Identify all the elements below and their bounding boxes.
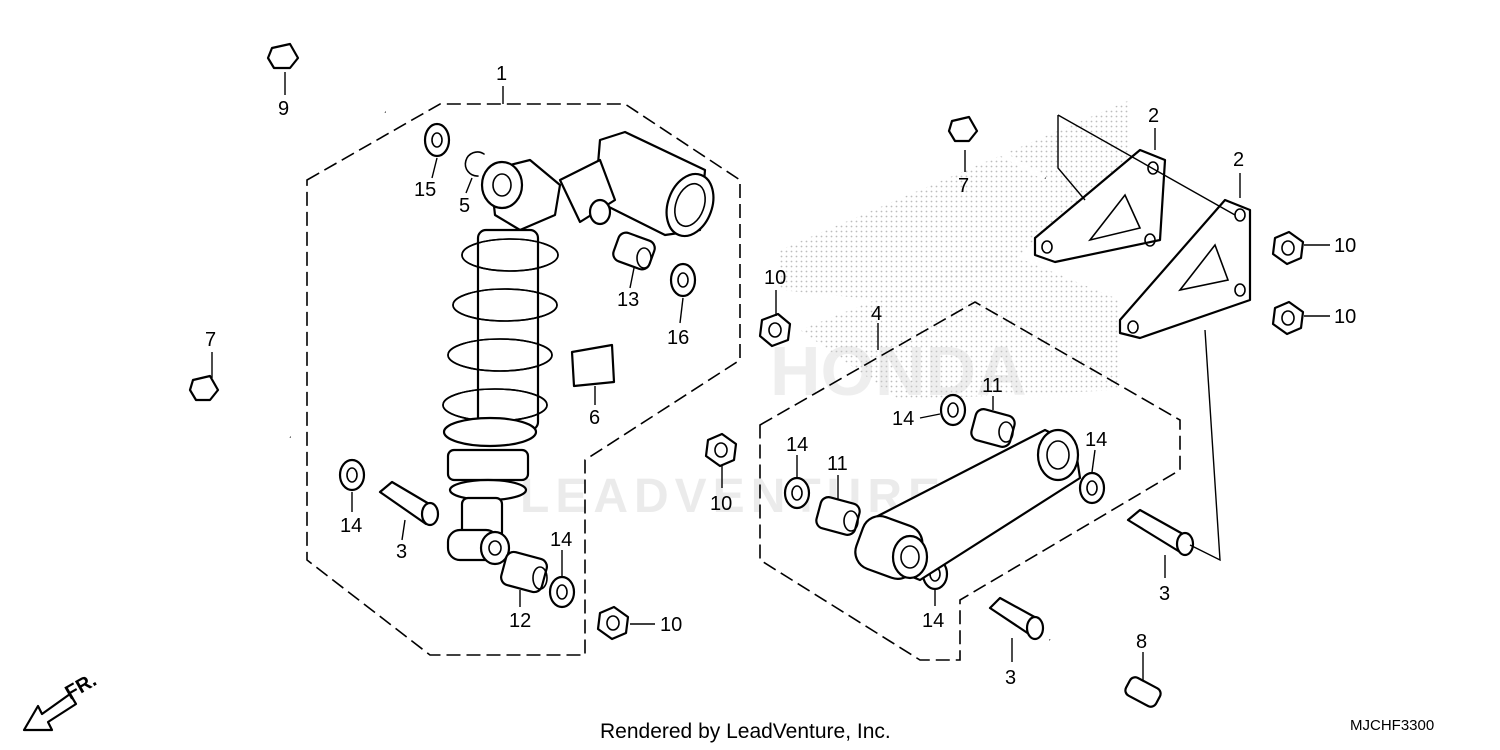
- callout-8: 8: [1136, 631, 1147, 653]
- callout-14-d: 14: [786, 434, 808, 456]
- bolt-7-left[interactable]: [188, 374, 292, 440]
- callout-10-a: 10: [764, 267, 786, 289]
- plate-group-line-b: [1057, 114, 1236, 216]
- cushion-arm-4[interactable]: [850, 428, 1082, 584]
- callout-14-f: 14: [922, 610, 944, 632]
- plate-group-line-c: [1189, 329, 1221, 562]
- callout-7-left: 7: [205, 329, 216, 351]
- collar-3-bottom[interactable]: [988, 596, 1045, 641]
- render-credit: Rendered by LeadVenture, Inc.: [600, 720, 891, 743]
- callout-16: 16: [667, 327, 689, 349]
- callout-1: 1: [496, 63, 507, 85]
- callout-3-right: 3: [1159, 583, 1170, 605]
- bolt-8[interactable]: [1048, 637, 1163, 709]
- callout-10-b: 10: [710, 493, 732, 515]
- callout-10-e: 10: [1334, 306, 1356, 328]
- callout-14-a: 14: [340, 515, 362, 537]
- callout-11-top: 11: [982, 375, 1003, 397]
- plate-group-line-a: [1057, 115, 1086, 201]
- collar-3-left[interactable]: [378, 480, 440, 527]
- needle-bearing-11-bottom[interactable]: [815, 495, 862, 536]
- nut-10-c[interactable]: [596, 605, 630, 641]
- callout-15: 15: [414, 179, 436, 201]
- nut-10-d[interactable]: [1271, 230, 1305, 266]
- dust-seal-14-b[interactable]: [548, 575, 576, 609]
- callout-13: 13: [617, 289, 639, 311]
- cushion-plate-2-b[interactable]: [1118, 198, 1252, 340]
- circlip-5[interactable]: [464, 151, 485, 177]
- vendor-watermark-text: LEADVENTURE: [520, 470, 946, 523]
- callout-7-right: 7: [958, 175, 969, 197]
- brand-watermark-text: HONDA: [770, 332, 1027, 410]
- oil-seal-16[interactable]: [669, 262, 697, 298]
- stopper-rubber-13[interactable]: [611, 230, 657, 271]
- dust-seal-14-a[interactable]: [338, 458, 366, 492]
- linkage-group-outline: [759, 301, 1181, 661]
- collar-3-right[interactable]: [1126, 508, 1195, 557]
- callout-11-bottom: 11: [827, 453, 848, 475]
- callout-3-left: 3: [396, 541, 407, 563]
- dust-seal-14-d[interactable]: [783, 476, 811, 510]
- bolt-9[interactable]: [266, 42, 387, 115]
- callout-10-c: 10: [660, 614, 682, 636]
- rear-shock-absorber-1[interactable]: [442, 130, 722, 566]
- callout-3-bottom: 3: [1005, 667, 1016, 689]
- oil-seal-15[interactable]: [423, 122, 451, 158]
- leader-lines: [211, 72, 1330, 680]
- diagram-code: MJCHF3300: [1350, 717, 1434, 734]
- callouts: 1 2 2 3 3 3 4 5 6 7 7 8 9 10 10 10 10 10…: [205, 63, 1356, 689]
- shock-assembly-group-outline: [306, 103, 741, 656]
- callout-14-c: 14: [892, 408, 914, 430]
- callout-2-b: 2: [1233, 149, 1244, 171]
- callout-6: 6: [589, 407, 600, 429]
- callout-5: 5: [459, 195, 470, 217]
- callout-14-e: 14: [1085, 429, 1107, 451]
- bolt-7-right[interactable]: [947, 115, 1047, 181]
- callout-9: 9: [278, 98, 289, 120]
- front-direction-arrow: FR.: [22, 669, 100, 732]
- nut-10-a[interactable]: [758, 312, 792, 348]
- needle-bearing-11-top[interactable]: [970, 407, 1017, 448]
- dust-seal-14-c[interactable]: [939, 393, 967, 427]
- callout-14-b: 14: [550, 529, 572, 551]
- cushion-plate-2-a[interactable]: [1033, 148, 1167, 264]
- callout-10-d: 10: [1334, 235, 1356, 257]
- nut-10-e[interactable]: [1271, 300, 1305, 336]
- honda-watermark: HONDA LEADVENTURE: [520, 100, 1130, 523]
- callout-4: 4: [871, 303, 882, 325]
- dust-seal-14-e[interactable]: [1078, 471, 1106, 505]
- callout-12: 12: [509, 610, 531, 632]
- caution-label-6[interactable]: [570, 343, 616, 388]
- callout-2-a: 2: [1148, 105, 1159, 127]
- needle-bearing-12[interactable]: [499, 550, 548, 594]
- nut-10-b[interactable]: [704, 432, 738, 468]
